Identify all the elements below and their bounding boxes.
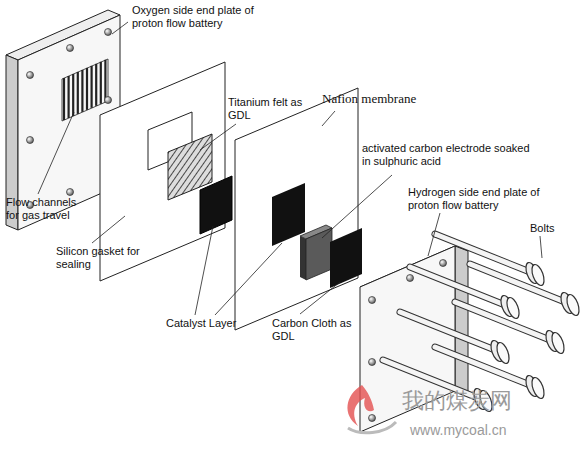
part-label: Bolts bbox=[530, 222, 554, 235]
flow-channel-outline bbox=[62, 59, 108, 121]
carbon-cloth bbox=[330, 228, 362, 288]
part-label: Hydrogen side end plate of proton flow b… bbox=[408, 186, 548, 211]
part-label: Titanium felt as GDL bbox=[228, 96, 308, 121]
flow-channel bbox=[63, 78, 65, 120]
watermark-text: www.mycoal.cn bbox=[410, 422, 506, 438]
part-label: Flow channels for gas travel bbox=[6, 196, 86, 221]
part-label: activated carbon electrode soaked in sul… bbox=[362, 142, 537, 167]
watermark-logo bbox=[347, 385, 396, 433]
flow-channel bbox=[95, 64, 97, 106]
watermark-text: 我的煤炭网 bbox=[402, 388, 512, 413]
flow-channels bbox=[62, 59, 108, 121]
bolt-holes bbox=[27, 29, 112, 209]
flow-channel bbox=[77, 72, 79, 114]
flow-channel bbox=[100, 62, 102, 104]
flow-channel bbox=[104, 60, 106, 102]
flow-channel bbox=[81, 70, 83, 112]
part-label: Catalyst Layer bbox=[166, 317, 236, 330]
flow-channel bbox=[90, 66, 92, 108]
part-label: Silicon gasket for sealing bbox=[56, 245, 146, 270]
catalyst-layer bbox=[200, 176, 232, 234]
flow-channel bbox=[72, 74, 74, 116]
nafion-membrane bbox=[235, 88, 358, 330]
bolts bbox=[383, 234, 580, 413]
part-label: Nafion membrane bbox=[322, 92, 416, 107]
part-label: Carbon Cloth as GDL bbox=[272, 317, 352, 342]
leader-lines bbox=[38, 22, 542, 315]
flow-channel bbox=[86, 68, 88, 110]
flow-channel bbox=[67, 76, 69, 118]
part-label: Oxygen side end plate of proton flow bat… bbox=[132, 4, 264, 29]
